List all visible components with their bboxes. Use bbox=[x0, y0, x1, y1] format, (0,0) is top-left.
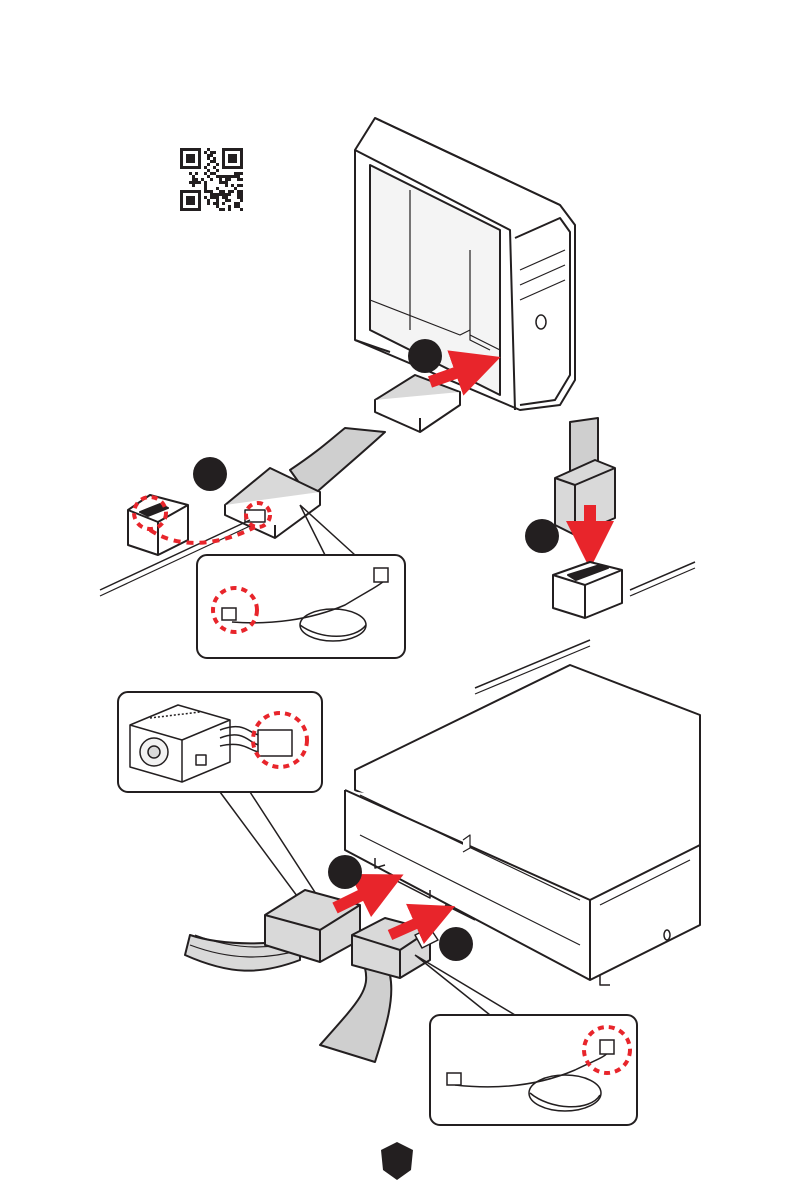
callout-pointer-psu bbox=[220, 792, 320, 900]
step-badge-4 bbox=[328, 855, 362, 889]
motherboard-sata-port-right bbox=[553, 562, 622, 618]
callout-pointer-1 bbox=[300, 505, 355, 555]
motherboard-edge-right-2 bbox=[630, 568, 695, 596]
callout-pointer-2 bbox=[415, 955, 515, 1015]
callout-sata-cable-2 bbox=[430, 1015, 637, 1125]
step-badge-2 bbox=[193, 457, 227, 491]
step-badge-5 bbox=[439, 927, 473, 961]
sata-cable-upper bbox=[225, 428, 385, 538]
motherboard-edge-right bbox=[630, 562, 695, 590]
ssd-drive-icon bbox=[375, 375, 460, 432]
step-badge-1 bbox=[408, 339, 442, 373]
step-badge-3 bbox=[525, 519, 559, 553]
qr-code-icon bbox=[180, 148, 243, 211]
brand-shield-icon bbox=[381, 1142, 413, 1180]
